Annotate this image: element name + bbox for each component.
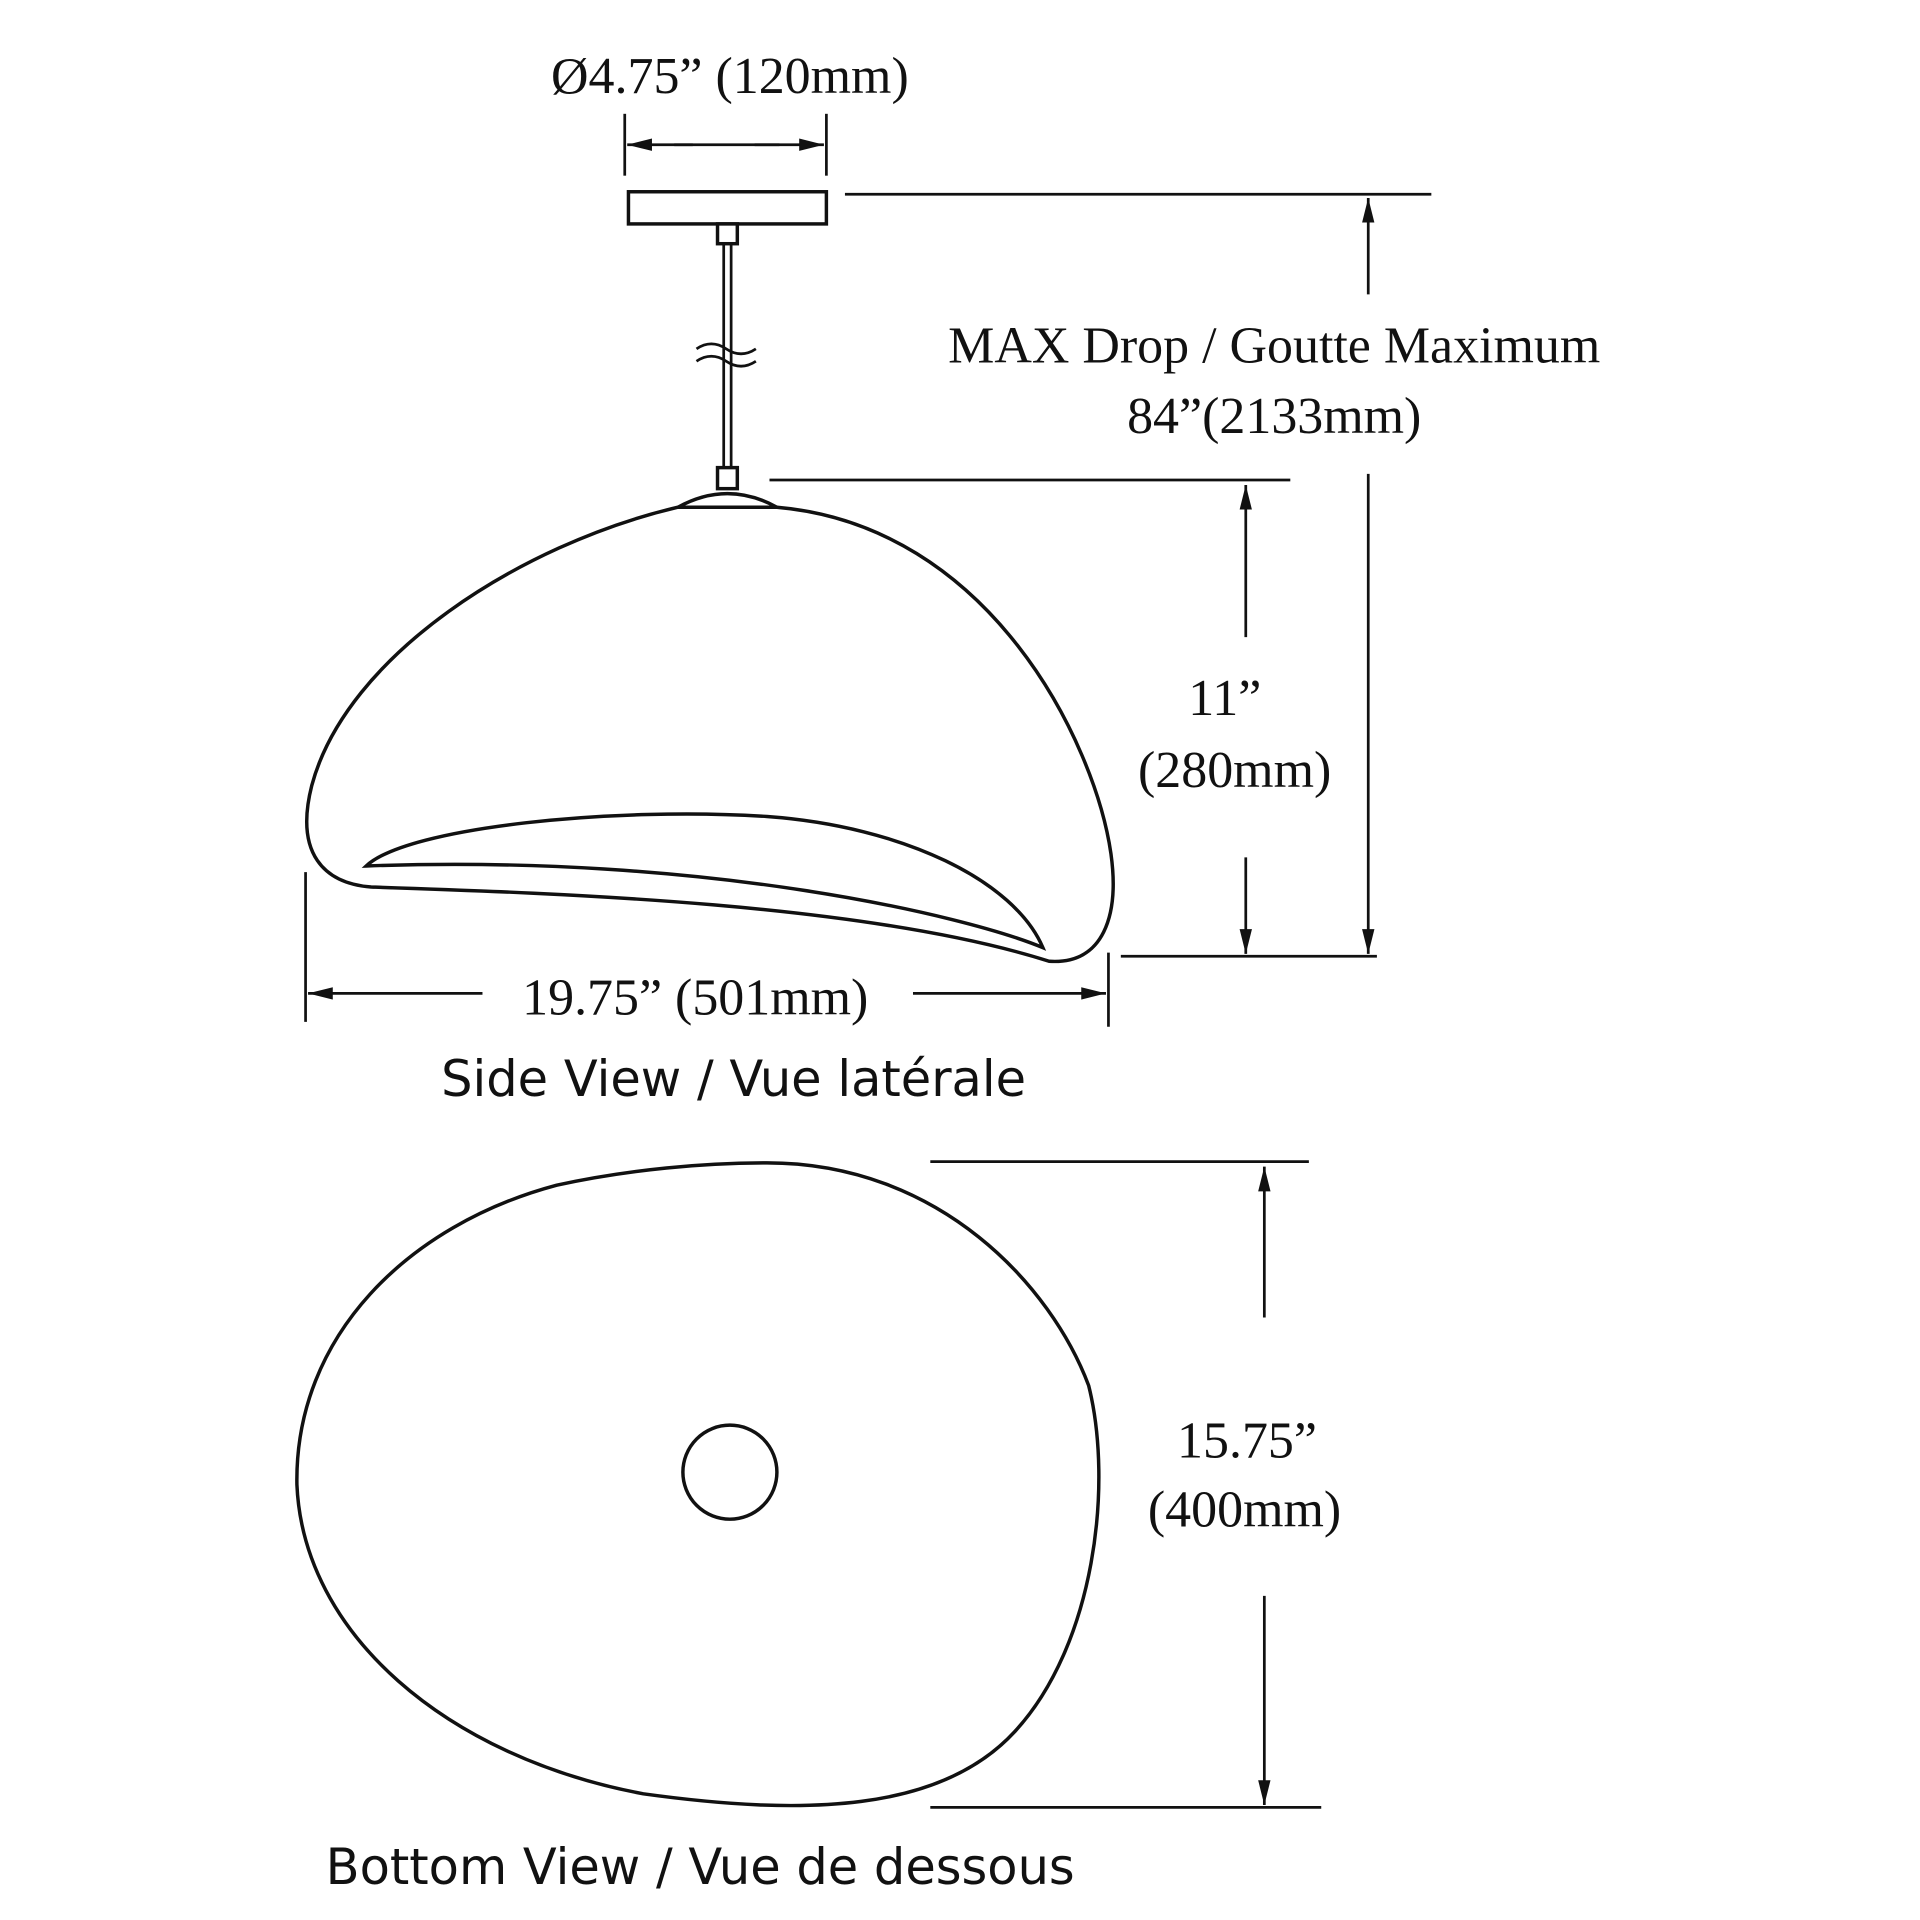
shade-width-dimension: 19.75” (501mm)	[304, 872, 1110, 1027]
bottom-view-fixture	[295, 1161, 1101, 1808]
shade-depth-inches: 15.75”	[1177, 1412, 1317, 1469]
shade-depth-dimension: 15.75” (400mm)	[930, 1160, 1341, 1809]
canopy-connector	[715, 222, 740, 246]
shade-inner-rim	[361, 812, 1047, 951]
cord-break-icon	[695, 342, 757, 368]
canopy-diameter-label: Ø4.75” (120mm)	[551, 48, 909, 105]
side-view-fixture	[305, 190, 1115, 963]
bottom-view-caption: Bottom View / Vue de dessous	[326, 1838, 1075, 1896]
max-drop-label: MAX Drop / Goutte Maximum	[948, 317, 1600, 374]
max-drop-dimension: MAX Drop / Goutte Maximum 84”(2133mm)	[844, 192, 1600, 958]
side-view-caption: Side View / Vue latérale	[441, 1050, 1026, 1108]
shade-cap	[677, 491, 778, 509]
shade-height-mm: (280mm)	[1138, 742, 1331, 799]
max-drop-value: 84”(2133mm)	[1127, 388, 1421, 445]
shade-width-label: 19.75” (501mm)	[522, 969, 868, 1026]
canopy	[626, 190, 829, 226]
canopy-diameter-dimension: Ø4.75” (120mm)	[551, 48, 909, 176]
shade-connector	[715, 465, 740, 491]
shade-depth-mm: (400mm)	[1148, 1482, 1341, 1539]
shade-height-dimension: 11” (280mm)	[769, 478, 1331, 954]
shade-height-inches: 11”	[1188, 670, 1261, 727]
shade-opening	[681, 1423, 779, 1521]
